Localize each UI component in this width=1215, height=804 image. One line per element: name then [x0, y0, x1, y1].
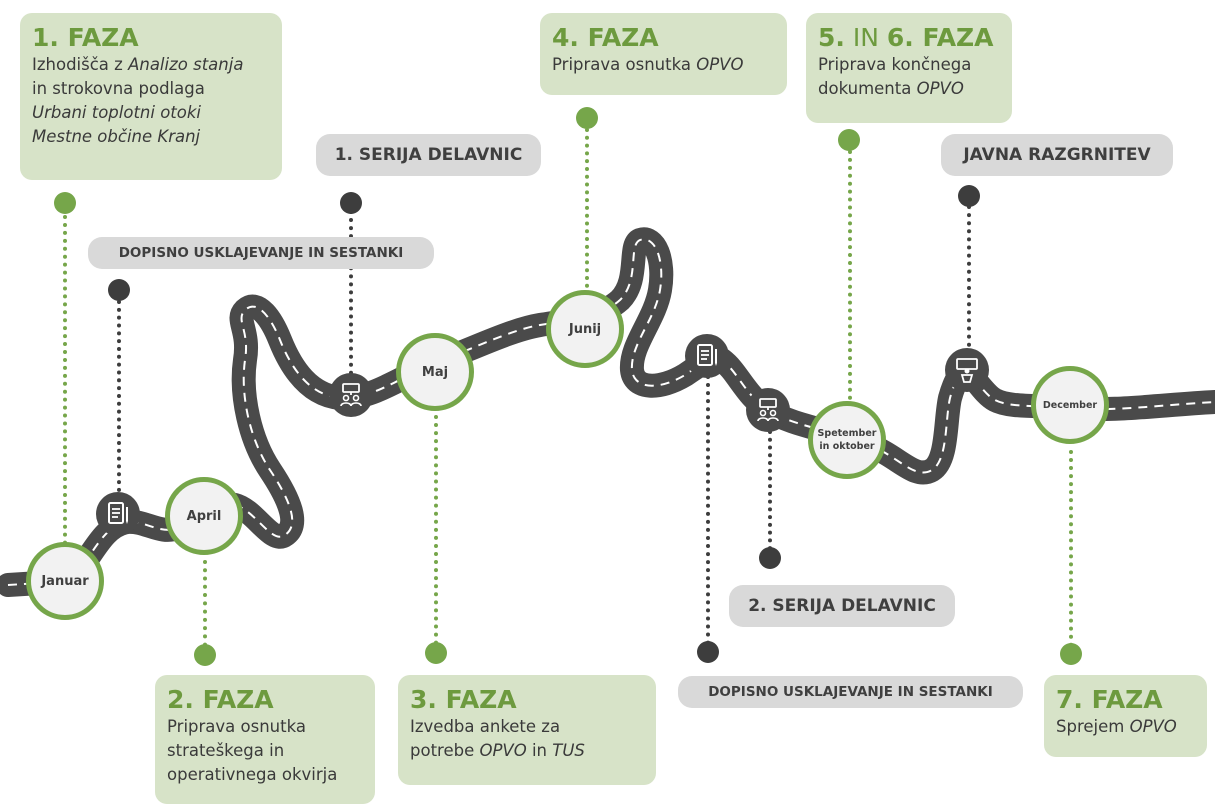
connector-javna [967, 205, 971, 355]
event-dopisno2-label: DOPISNO USKLAJEVANJE IN SESTANKI [678, 676, 1023, 708]
connector-phase4 [585, 128, 589, 288]
phase-1-box: 1. FAZA Izhodišča z Analizo stanja in st… [20, 13, 282, 180]
connector-phase56 [848, 150, 852, 400]
phase-7-title: 7. FAZA [1056, 685, 1163, 714]
phase-2-description: Priprava osnutka strateškega in operativ… [167, 717, 338, 784]
connector-phase3 [434, 415, 438, 653]
phase-2-box: 2. FAZA Priprava osnutka strateškega in … [155, 675, 375, 804]
document-pen-icon [685, 334, 729, 378]
connector-phase7 [1069, 450, 1073, 655]
phase-3-title: 3. FAZA [410, 685, 517, 714]
event-serija1-label: 1. SERIJA DELAVNIC [316, 134, 541, 176]
event-dopisno1-label: DOPISNO USKLAJEVANJE IN SESTANKI [88, 237, 434, 269]
phase3-dot [425, 642, 447, 664]
phase-56-box: 5. IN 6. FAZA Priprava končnega dokument… [806, 13, 1012, 123]
phase-1-description: Izhodišča z Analizo stanja in strokovna … [32, 55, 244, 146]
phase-1-title: 1. FAZA [32, 23, 139, 52]
phase-56-description: Priprava končnega dokumenta OPVO [818, 55, 972, 98]
month-junij: Junij [546, 290, 624, 368]
month-december: December [1031, 366, 1109, 444]
phase-7-box: 7. FAZA Sprejem OPVO [1044, 675, 1207, 757]
connector-phase1 [63, 215, 67, 545]
event-serija2-label: 2. SERIJA DELAVNIC [729, 585, 955, 627]
phase-4-box: 4. FAZA Priprava osnutka OPVO [540, 13, 787, 95]
dopisno2-dot [697, 641, 719, 663]
phase-7-description: Sprejem OPVO [1056, 717, 1177, 736]
workshop-group-icon [746, 388, 790, 432]
phase4-dot [576, 107, 598, 129]
workshop-group-icon [329, 373, 373, 417]
connector-dopisno2 [706, 375, 710, 653]
phase7-dot [1060, 643, 1082, 665]
event-javna-label: JAVNA RAZGRNITEV [941, 134, 1173, 176]
phase-3-description: Izvedba ankete za potrebe OPVO in TUS [410, 717, 585, 760]
phase-2-title: 2. FAZA [167, 685, 274, 714]
phase-4-description: Priprava osnutka OPVO [552, 55, 744, 74]
month-januar: Januar [26, 542, 104, 620]
connector-dopisno1 [117, 300, 121, 500]
phase-56-title: 5. IN 6. FAZA [818, 23, 994, 52]
phase1-dot [54, 192, 76, 214]
month-maj: Maj [396, 333, 474, 411]
javna-dot [958, 185, 980, 207]
serija1-dot [340, 192, 362, 214]
phase-3-box: 3. FAZA Izvedba ankete za potrebe OPVO i… [398, 675, 656, 785]
presentation-podium-icon [945, 348, 989, 392]
document-pen-icon [96, 492, 140, 536]
connector-serija2 [768, 430, 772, 558]
phase2-dot [194, 644, 216, 666]
dopisno1-dot [108, 279, 130, 301]
connector-phase2 [203, 560, 207, 655]
phase56-dot [838, 129, 860, 151]
phase-4-title: 4. FAZA [552, 23, 659, 52]
month-april: April [165, 477, 243, 555]
connector-serija1 [349, 210, 353, 375]
serija2-dot [759, 547, 781, 569]
